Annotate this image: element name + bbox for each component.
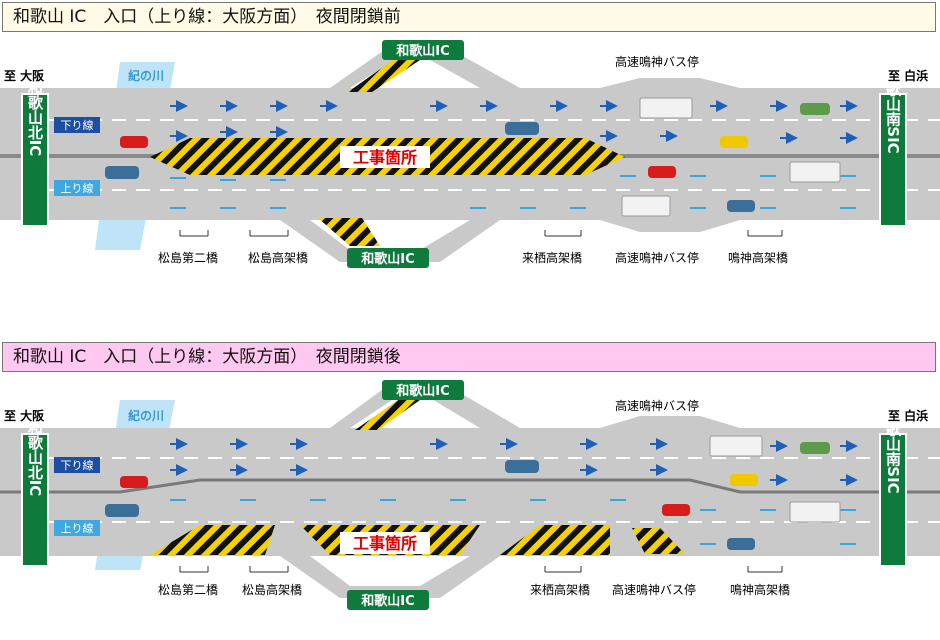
bus-bay-top [600,78,740,88]
ic-top-label: 和歌山IC [396,43,449,59]
bridge-label: 松島第二橋 [158,582,218,597]
ic-right-label: 和歌山南SIC [884,66,902,153]
hatch-ramp-top [348,60,420,92]
car-blue [727,538,755,550]
lane-tag-down [54,457,100,473]
lane-down-label: 下り線 [61,118,94,132]
truck-white [789,161,841,183]
lane-tag-down [54,117,100,133]
ic-bottom-label: 和歌山IC [361,593,414,609]
panel-title: 和歌山 IC 入口（上り線：大阪方面） 夜間閉鎖前 [2,2,936,32]
ic-left-label: 和歌山北IC [26,420,44,497]
lane-down-label: 下り線 [61,458,94,472]
ic-sign-right [879,93,907,227]
to-shirahama: 至 白浜 [888,68,928,83]
arrows-up-line [170,175,856,209]
bus-white [639,97,693,119]
car-red [648,166,676,178]
to-osaka: 至 大阪 [4,68,45,83]
truck-white [621,195,671,217]
ramp-top [330,384,520,428]
work-zone-label: 工事箇所 [353,148,417,167]
road-diagram-after: 和歌山北IC 和歌山南SIC 和歌山IC 和歌山IC 下り線 上り線 工事箇所 … [0,380,940,610]
bridge-markers [179,230,783,237]
car-red [662,504,690,516]
bus-stop-top-label: 高速鳴神バス停 [615,398,699,413]
arrows-down-line [170,438,858,486]
lane-up-label: 上り線 [61,521,94,535]
ic-sign-left [21,433,49,567]
bridge-label: 松島第二橋 [158,250,218,265]
ramp-bottom [280,220,500,262]
car-blue [105,504,139,517]
car-blue [105,166,139,179]
river-label: 紀の川 [128,68,164,83]
car-blue [505,122,539,135]
ic-top-label: 和歌山IC [396,383,449,399]
median-shifted [0,478,940,494]
ic-left-label: 和歌山北IC [26,80,44,157]
bridge-label: 松島高架橋 [242,582,302,597]
bus-white [709,435,763,457]
bus-stop-bottom-label: 高速鳴神バス停 [612,582,696,597]
ic-badge-top [382,380,464,400]
bridge-label: 来栖高架橋 [530,582,590,597]
bus-bay-top [600,416,740,428]
bus-bay-bottom [600,220,740,232]
ic-right-label: 和歌山南SIC [884,406,902,493]
lane-tag-up [54,180,100,196]
arrows-up-line [170,499,856,545]
hatch-ramp-bottom [318,218,380,246]
truck-white [789,501,841,523]
ic-bottom-label: 和歌山IC [361,251,414,267]
bridge-label: 鳴神高架橋 [728,250,788,265]
car-blue [505,460,539,473]
bus-stop-top-label: 高速鳴神バス停 [615,54,699,69]
bridge-markers [179,566,783,573]
panel-after: 和歌山 IC 入口（上り線：大阪方面） 夜間閉鎖後 [0,340,940,640]
ramp-bottom [280,556,500,598]
car-red [120,476,148,488]
work-zone-label: 工事箇所 [353,534,417,553]
ic-badge-top [382,40,464,60]
panel-before: 和歌山 IC 入口（上り線：大阪方面） 夜間閉鎖前 [0,0,940,300]
river-label: 紀の川 [128,408,164,423]
car-yellow [730,474,758,486]
road-diagram-before: 和歌山北IC 和歌山南SIC 和歌山IC 和歌山IC 下り線 上り線 工事箇所 … [0,40,940,268]
to-osaka: 至 大阪 [4,408,45,423]
bridge-label: 来栖高架橋 [522,250,582,265]
work-zone-label-bg [340,532,430,554]
car-blue [727,200,755,212]
bridge-label: 鳴神高架橋 [730,582,790,597]
panel-title: 和歌山 IC 入口（上り線：大阪方面） 夜間閉鎖後 [2,342,936,372]
lane-tag-up [54,520,100,536]
car-green [800,442,830,454]
to-shirahama: 至 白浜 [888,408,928,423]
hatch-zone-right [500,525,610,555]
car-green [800,103,830,115]
car-red [120,136,148,148]
arrows-down-line [170,100,858,144]
hatch-zone-left [150,525,275,555]
bus-stop-bottom-label: 高速鳴神バス停 [615,250,699,265]
car-yellow [720,136,748,148]
ic-badge-bottom [347,248,429,268]
lane-up-label: 上り線 [61,181,94,195]
ic-sign-right [879,433,907,567]
bridge-label: 松島高架橋 [248,250,308,265]
ramp-top [330,46,520,88]
ic-sign-left [21,93,49,227]
work-zone-label-bg [340,146,430,168]
hatch-zone-bus [632,528,685,554]
ic-badge-bottom [347,590,429,610]
hatch-ramp-top [355,400,420,430]
